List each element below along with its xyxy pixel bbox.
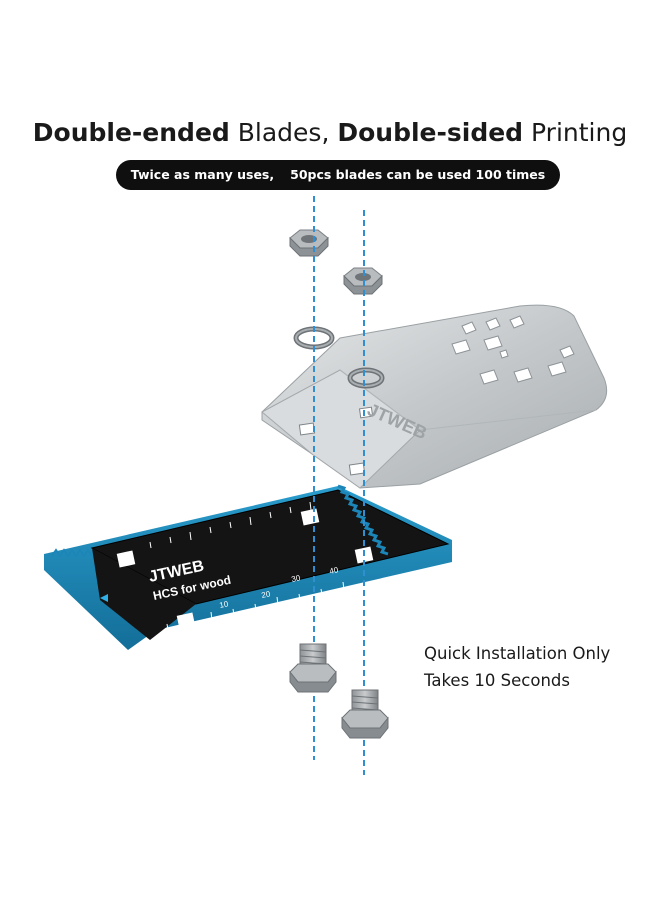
installation-caption: Quick Installation Only Takes 10 Seconds: [424, 640, 610, 694]
ruler-label-3: 40: [329, 565, 340, 576]
headline-text-2: Blades,: [229, 118, 338, 147]
blade-head-slots: [451, 315, 575, 385]
hex-nut-right: [343, 267, 383, 295]
bolt-right: [341, 689, 389, 739]
banner-pill: Twice as many uses, 50pcs blades can be u…: [116, 160, 560, 190]
blade-mount-holes: [298, 406, 374, 476]
ruler-label-0: 10: [219, 599, 230, 610]
washer-right: [347, 367, 385, 389]
blade-square-holes: [116, 508, 374, 630]
metal-blade: JTWEB: [261, 304, 608, 489]
headline: Double-ended Blades, Double-sided Printi…: [0, 118, 660, 147]
printed-blade: JTWEB HCS for wood 10 20 30 40: [44, 484, 452, 650]
hex-nut-left: [289, 229, 329, 257]
banner-text-2: 50pcs blades can be used 100 times: [290, 167, 546, 182]
headline-bold-3: Double-sided: [337, 118, 524, 147]
headline-bold-1: Double-ended: [32, 118, 230, 147]
ruler-label-2: 30: [291, 573, 302, 584]
headline-text-4: Printing: [523, 118, 628, 147]
bolt-left: [289, 643, 337, 693]
ruler-ticks: [149, 501, 345, 631]
banner-text-1: Twice as many uses,: [130, 167, 275, 182]
blade-arrow-marker: [100, 594, 108, 602]
caption-line-1: Quick Installation Only: [424, 644, 611, 663]
ruler-labels: 10 20 30 40: [219, 565, 340, 610]
caption-line-2: Takes 10 Seconds: [424, 671, 570, 690]
ruler-label-1: 20: [261, 589, 272, 600]
